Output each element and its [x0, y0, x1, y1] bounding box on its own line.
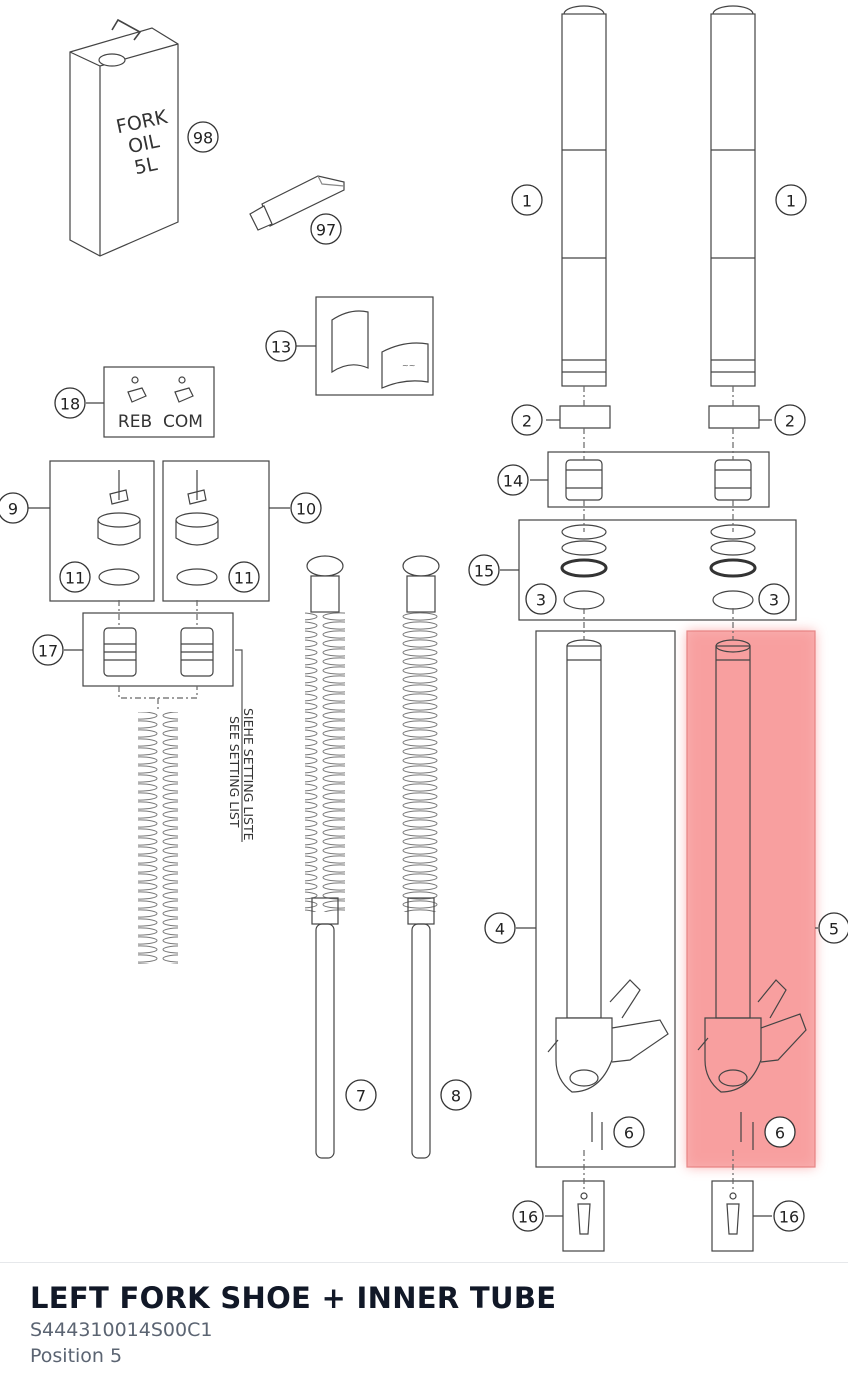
seals-15 — [560, 524, 757, 610]
callout-3-right[interactable] — [758, 583, 790, 615]
callout-18[interactable] — [54, 387, 86, 419]
callout-2-right[interactable] — [774, 404, 806, 436]
sticker-set: ~~ — [331, 310, 429, 389]
adjuster-reb-label: REB — [118, 412, 152, 432]
callout-label-2-right: 2 — [785, 412, 795, 431]
callout-8[interactable] — [440, 1079, 472, 1111]
setting-note-en: SEE SETTING LIST — [227, 716, 242, 828]
callout-1-left[interactable] — [511, 184, 543, 216]
bleed-screws-16 — [577, 1192, 740, 1235]
bushings-14 — [565, 459, 752, 501]
setting-note-de: SIEHE SETTING LISTE — [241, 708, 256, 841]
left-fork-shoe — [547, 639, 669, 1150]
cartridge-8 — [401, 555, 441, 1159]
callout-16-right[interactable] — [773, 1200, 805, 1232]
callout-label-6-left: 6 — [624, 1124, 634, 1143]
piston-9 — [97, 470, 141, 586]
callout-label-8: 8 — [451, 1087, 461, 1106]
outer-tube-left — [561, 5, 607, 387]
callout-label-11-left: 11 — [65, 569, 85, 588]
part-9-box — [49, 460, 155, 602]
exploded-parts-diagram: FORK OIL 5L ~~ REB COM — [0, 5, 848, 1252]
part-number: S444310014S00C1 — [30, 1319, 213, 1341]
callout-label-7: 7 — [356, 1087, 366, 1106]
can-label-line3: 5L — [132, 153, 159, 179]
part-16-box-left — [562, 1180, 605, 1252]
valve-stacks-17 — [103, 627, 214, 677]
callout-label-13: 13 — [271, 338, 291, 357]
callout-98[interactable] — [187, 121, 219, 153]
right-fork-shoe — [697, 639, 807, 1150]
piston-10 — [175, 470, 219, 586]
part-position: Position 5 — [30, 1345, 123, 1367]
callout-11-left[interactable] — [59, 561, 91, 593]
loose-spring — [138, 712, 178, 964]
callout-14[interactable] — [497, 464, 529, 496]
callout-97[interactable] — [310, 213, 342, 245]
part-info-footer: LEFT FORK SHOE + INNER TUBE S444310014S0… — [0, 1262, 848, 1391]
callout-label-4: 4 — [495, 920, 505, 939]
callout-7[interactable] — [345, 1079, 377, 1111]
callout-label-18: 18 — [60, 395, 80, 414]
callout-2-left[interactable] — [511, 404, 543, 436]
callout-label-2-left: 2 — [522, 412, 532, 431]
callout-label-97: 97 — [316, 221, 336, 240]
adjuster-knobs — [127, 376, 194, 403]
callout-label-3-right: 3 — [769, 591, 779, 610]
callout-9[interactable] — [0, 492, 29, 524]
grease-tube — [249, 175, 345, 231]
callout-13[interactable] — [265, 330, 297, 362]
callout-15[interactable] — [468, 554, 500, 586]
part-5-highlight[interactable] — [686, 630, 816, 1168]
part-title: LEFT FORK SHOE + INNER TUBE — [30, 1281, 557, 1315]
callout-4[interactable] — [484, 912, 516, 944]
part-16-box-right — [711, 1180, 754, 1252]
callout-1-right[interactable] — [775, 184, 807, 216]
cartridge-7 — [305, 555, 345, 1159]
callout-3-left[interactable] — [525, 583, 557, 615]
callout-label-1-right: 1 — [786, 192, 796, 211]
outer-tube-right — [710, 5, 756, 387]
callout-label-98: 98 — [193, 129, 213, 148]
callout-label-9: 9 — [8, 500, 18, 519]
callout-label-1-left: 1 — [522, 192, 532, 211]
callout-label-11-right: 11 — [234, 569, 254, 588]
callout-6-right[interactable] — [764, 1116, 796, 1148]
callout-6-left[interactable] — [613, 1116, 645, 1148]
adjuster-com-label: COM — [163, 412, 203, 432]
callout-label-17: 17 — [38, 642, 58, 661]
callout-11-right[interactable] — [228, 561, 260, 593]
callout-label-14: 14 — [503, 472, 523, 491]
collars-2 — [559, 405, 760, 429]
callout-label-6-right: 6 — [775, 1124, 785, 1143]
callout-label-3-left: 3 — [536, 591, 546, 610]
callout-5[interactable] — [818, 912, 848, 944]
callout-label-15: 15 — [474, 562, 494, 581]
callout-16-left[interactable] — [512, 1200, 544, 1232]
callout-label-5: 5 — [829, 920, 839, 939]
part-18-box — [103, 366, 215, 438]
callout-label-16-left: 16 — [518, 1208, 538, 1227]
callout-17[interactable] — [32, 634, 64, 666]
callout-10[interactable] — [290, 492, 322, 524]
callout-label-16-right: 16 — [779, 1208, 799, 1227]
svg-text:~~: ~~ — [402, 361, 415, 370]
part-4-box — [535, 630, 676, 1168]
callout-label-10: 10 — [296, 500, 316, 519]
fork-oil-can: FORK OIL 5L — [69, 18, 179, 257]
part-10-box — [162, 460, 270, 602]
